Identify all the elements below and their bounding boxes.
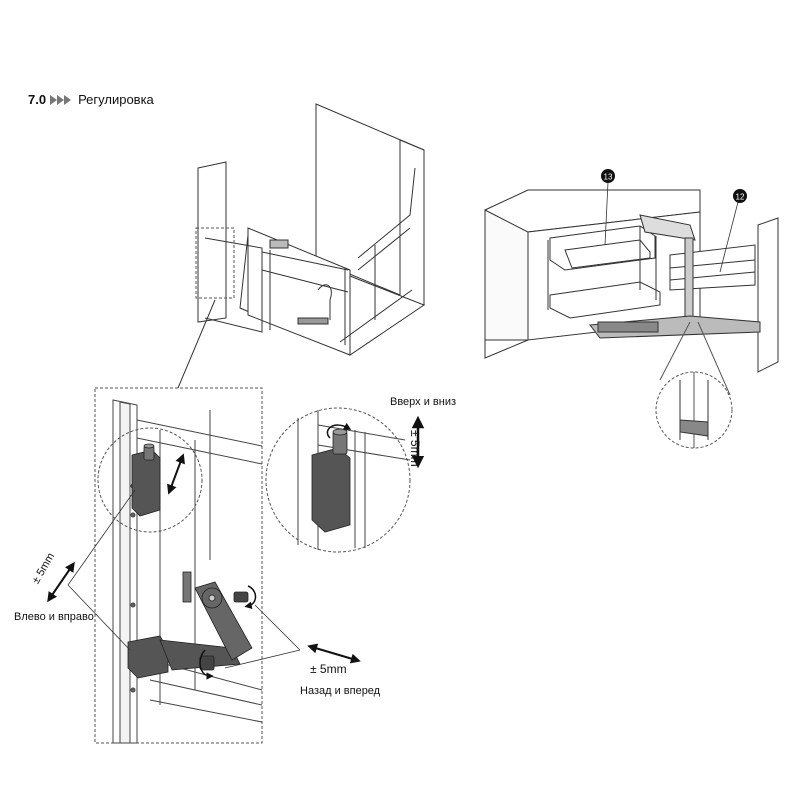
section-title: Регулировка — [78, 92, 154, 107]
left-right-arrow — [47, 561, 75, 603]
cabinet-iso-view — [195, 103, 426, 356]
callout-12-label: 12 — [736, 193, 745, 202]
section-number: 7.0 — [28, 92, 47, 107]
amount-up-down: ± 5mm — [408, 430, 422, 467]
back-forward-arrow — [307, 643, 361, 664]
upper-hinge — [131, 443, 161, 517]
leader-line — [177, 299, 216, 389]
corner-cabinet-view — [484, 189, 779, 449]
up-down-detail — [265, 407, 411, 553]
callout-12: 12 — [719, 189, 747, 273]
cabinet-door — [197, 161, 227, 323]
amount-back-forward: ± 5mm — [310, 662, 347, 676]
label-up-down: Вверх и вниз — [390, 396, 457, 408]
hinge-detail-view — [94, 387, 263, 744]
rotation-arrow-icon — [326, 422, 352, 439]
callout-13: 13 — [601, 169, 615, 246]
triple-chevron-icon — [50, 94, 72, 105]
label-back-forward: Назад и вперед — [300, 685, 381, 697]
rotation-arrow-icon — [199, 585, 257, 680]
lower-hinge-arm — [127, 571, 253, 679]
label-left-right: Влево и вправо — [14, 611, 94, 623]
callout-13-label: 13 — [604, 173, 613, 182]
section-header: 7.0 Регулировка — [28, 92, 154, 107]
